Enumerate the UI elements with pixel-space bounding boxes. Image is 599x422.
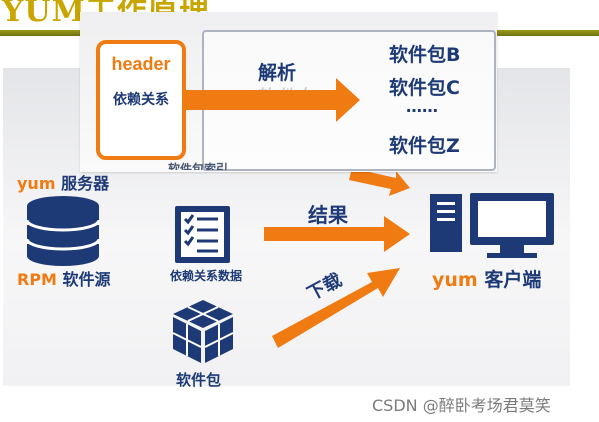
rpm-package-popup bbox=[80, 12, 497, 172]
package-c-label: 软件包C bbox=[389, 77, 460, 99]
package-ellipsis: …… bbox=[406, 97, 438, 116]
metadata-partial-label: 软件包索引 bbox=[168, 162, 229, 170]
checklist-icon bbox=[175, 206, 230, 263]
yum-server-title-text: yum 服务器 bbox=[17, 174, 109, 193]
dependency-data-label: 依赖关系数据 bbox=[170, 269, 243, 283]
csdn-watermark: CSDN @醉卧考场君莫笑 bbox=[372, 396, 551, 415]
package-z-label: 软件包Z bbox=[389, 135, 460, 157]
result-label: 结果 bbox=[308, 203, 348, 227]
rpm-repo-label: RPM 软件源 bbox=[17, 266, 111, 290]
package-b-label: 软件包B bbox=[389, 44, 461, 66]
dependency-label: 依赖关系 bbox=[113, 92, 169, 108]
parse-arrow bbox=[186, 78, 360, 122]
parse-label: 解析 bbox=[258, 62, 297, 84]
desktop-details bbox=[437, 201, 546, 237]
server-word: 服务器 bbox=[55, 174, 110, 193]
package-label: 软件包 bbox=[176, 371, 222, 389]
yum-server-title: yum 服务器 bbox=[17, 170, 109, 194]
yum-word: yum bbox=[432, 269, 478, 291]
result-arrow bbox=[264, 216, 410, 252]
parse-to-client-arrow bbox=[349, 168, 410, 196]
yum-word: yum bbox=[17, 174, 56, 193]
client-word: 客户端 bbox=[477, 269, 542, 291]
header-label: header bbox=[111, 54, 171, 74]
download-arrow bbox=[272, 268, 400, 348]
yum-client-label-text: yum 客户端 bbox=[432, 269, 541, 291]
repo-word: 软件源 bbox=[56, 270, 111, 289]
yum-client-label: yum 客户端 bbox=[432, 265, 541, 292]
rpm-word: RPM bbox=[17, 270, 57, 289]
package-cube-grid bbox=[172, 306, 234, 356]
rpm-repo-label-text: RPM 软件源 bbox=[17, 270, 111, 289]
database-ring-lines bbox=[25, 219, 101, 251]
header-box: header 依赖关系 bbox=[96, 40, 186, 160]
